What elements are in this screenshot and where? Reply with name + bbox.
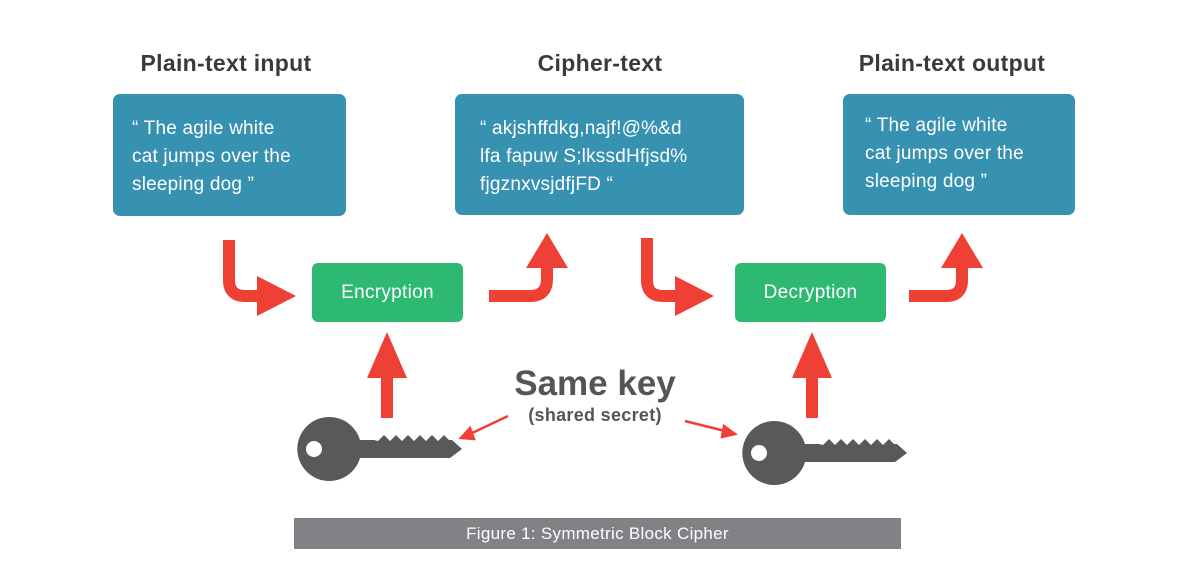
cipher-line-1: “ akjshffdkg,najf!@%&d — [480, 118, 682, 139]
figure-caption: Figure 1: Symmetric Block Cipher — [294, 518, 901, 549]
output-line-2: cat jumps over the — [865, 143, 1024, 164]
arrow-icon — [223, 240, 262, 302]
cipher-text-box: “ akjshffdkg,najf!@%&d lfa fapuw S;lkssd… — [455, 94, 744, 215]
encryption-box: Encryption — [312, 263, 463, 322]
arrow-icon — [367, 332, 407, 378]
input-line-3: sleeping dog ” — [132, 174, 255, 195]
heading-plain-text-input: Plain-text input — [140, 50, 312, 76]
key-icon — [742, 420, 907, 485]
arrow-icon — [720, 423, 738, 439]
arrow-icon — [641, 238, 680, 302]
shared-secret-label: (shared secret) — [528, 405, 662, 425]
key-icon — [297, 416, 462, 481]
input-line-1: “ The agile white — [132, 118, 275, 139]
output-line-1: “ The agile white — [865, 115, 1008, 136]
arrow-icon — [941, 233, 983, 268]
plain-text-output-box: “ The agile white cat jumps over the sle… — [843, 94, 1075, 215]
heading-plain-text-output: Plain-text output — [858, 50, 1046, 76]
arrow-icon — [469, 414, 509, 436]
heading-cipher-text: Cipher-text — [537, 50, 663, 76]
cipher-line-3: fjgznxvsjdfjFD “ — [480, 174, 614, 195]
arrow-icon — [458, 425, 476, 441]
arrow-icon — [257, 276, 296, 316]
arrow-icon — [489, 262, 553, 302]
input-line-2: cat jumps over the — [132, 146, 291, 167]
same-key-label: Same key — [514, 364, 676, 403]
output-line-3: sleeping dog ” — [865, 171, 988, 192]
plain-text-input-box: “ The agile white cat jumps over the sle… — [113, 94, 346, 216]
cipher-line-2: lfa fapuw S;lkssdHfjsd% — [480, 146, 688, 167]
decryption-box: Decryption — [735, 263, 886, 322]
arrow-icon — [675, 276, 714, 316]
arrow-icon — [526, 233, 568, 268]
arrow-icon — [909, 262, 968, 302]
arrow-icon — [684, 419, 726, 433]
arrow-icon — [792, 332, 832, 378]
